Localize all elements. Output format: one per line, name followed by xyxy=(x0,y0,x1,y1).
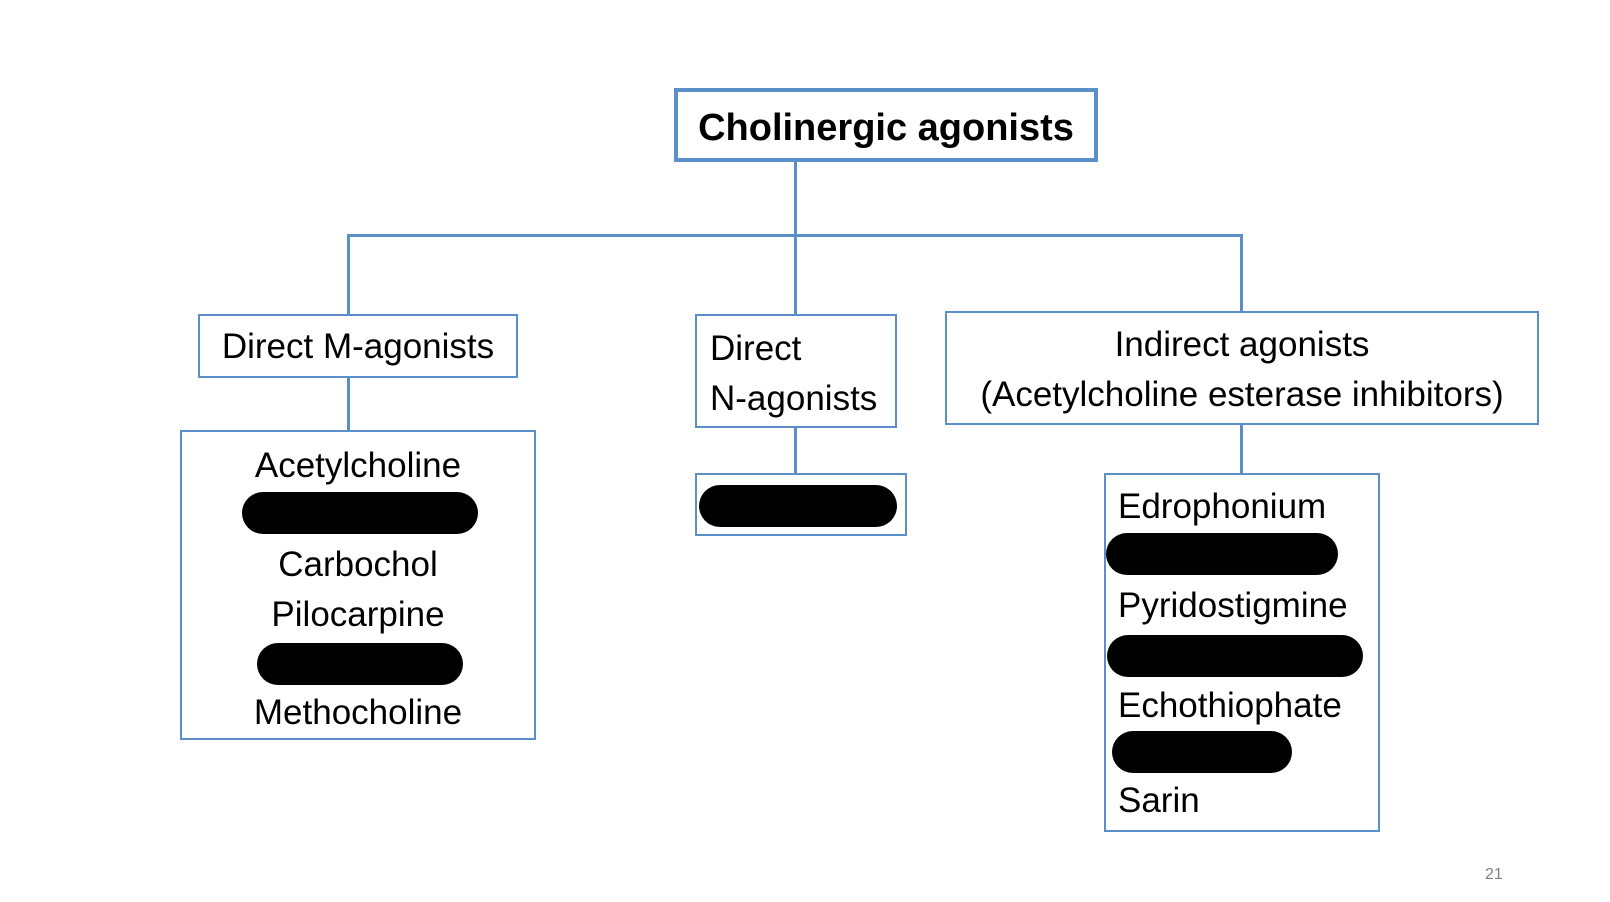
list-item-pilocarpine: Pilocarpine xyxy=(271,595,445,634)
redacted-item xyxy=(1107,635,1363,677)
connector-bus-to-direct-n xyxy=(794,236,797,314)
list-item-echothiophate: Echothiophate xyxy=(1118,686,1342,725)
node-title-line-1: Direct xyxy=(710,329,802,368)
connector-direct-m-to-list xyxy=(347,378,350,430)
node-indirect-agonists: Indirect agonists (Acetylcholine esteras… xyxy=(945,311,1539,425)
node-title-line-2: (Acetylcholine esterase inhibitors) xyxy=(980,375,1504,414)
connector-horizontal-bus xyxy=(347,234,1243,237)
redacted-item xyxy=(1112,731,1292,773)
redacted-item xyxy=(242,492,478,534)
connector-root-to-bus xyxy=(794,162,797,236)
redacted-item xyxy=(1106,533,1338,575)
node-title-line-2: N-agonists xyxy=(710,379,878,418)
node-title: Direct M-agonists xyxy=(221,327,495,366)
redacted-item xyxy=(699,485,897,527)
list-item-methocholine: Methocholine xyxy=(253,693,463,732)
node-title: Cholinergic agonists xyxy=(698,107,1074,149)
list-direct-n-agonists xyxy=(695,473,907,536)
list-item-carbochol: Carbochol xyxy=(278,545,438,584)
connector-direct-n-to-list xyxy=(794,428,797,473)
node-direct-m-agonists: Direct M-agonists xyxy=(198,314,518,378)
node-cholinergic-agonists: Cholinergic agonists xyxy=(674,88,1098,162)
list-direct-m-agonists: Acetylcholine Carbochol Pilocarpine Meth… xyxy=(180,430,536,740)
redacted-item xyxy=(257,643,463,685)
connector-bus-to-direct-m xyxy=(347,236,350,314)
list-item-pyridostigmine: Pyridostigmine xyxy=(1118,586,1348,625)
page-number: 21 xyxy=(1485,866,1503,883)
node-title-line-1: Indirect agonists xyxy=(1114,325,1370,364)
list-indirect-agonists: Edrophonium Pyridostigmine Echothiophate… xyxy=(1104,473,1380,832)
list-item-acetylcholine: Acetylcholine xyxy=(254,446,462,485)
list-item-edrophonium: Edrophonium xyxy=(1118,487,1327,526)
list-item-sarin: Sarin xyxy=(1118,781,1200,820)
connector-bus-to-indirect xyxy=(1240,236,1243,311)
connector-indirect-to-list xyxy=(1240,425,1243,473)
node-direct-n-agonists: Direct N-agonists xyxy=(695,314,897,428)
